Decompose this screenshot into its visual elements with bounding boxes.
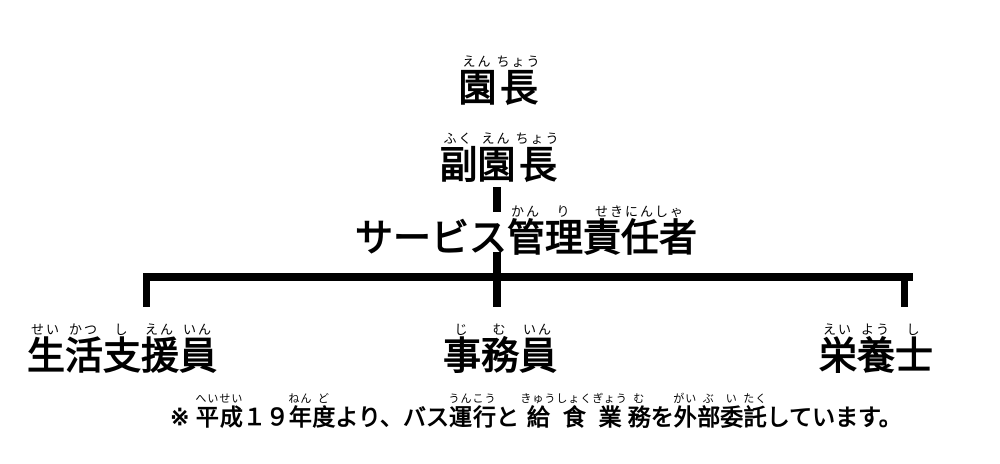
org-node-director: 園えん長ちょう bbox=[458, 54, 542, 110]
org-node-service-manager: サービス管かん理り責任者せきにんしゃ bbox=[354, 204, 698, 260]
connector-horizontal-bar bbox=[143, 273, 913, 281]
org-node-nutritionist: 栄えい養よう士し bbox=[818, 322, 934, 378]
connector-drop-life-support bbox=[143, 273, 150, 307]
org-node-life-support-staff: 生せい活かつ支し援えん員いん bbox=[26, 322, 218, 378]
org-node-deputy-director: 副ふく園えん長ちょう bbox=[439, 131, 561, 187]
connector-deputy-to-service-manager bbox=[493, 187, 501, 212]
footnote-outsourcing: ※ 平へい成せい１９年ねん度どより、バス運うん行こうと 給きゅう食しょく業ぎょう… bbox=[170, 393, 902, 430]
org-node-office-staff: 事じ務む員いん bbox=[442, 322, 558, 378]
connector-drop-nutritionist bbox=[901, 273, 908, 307]
